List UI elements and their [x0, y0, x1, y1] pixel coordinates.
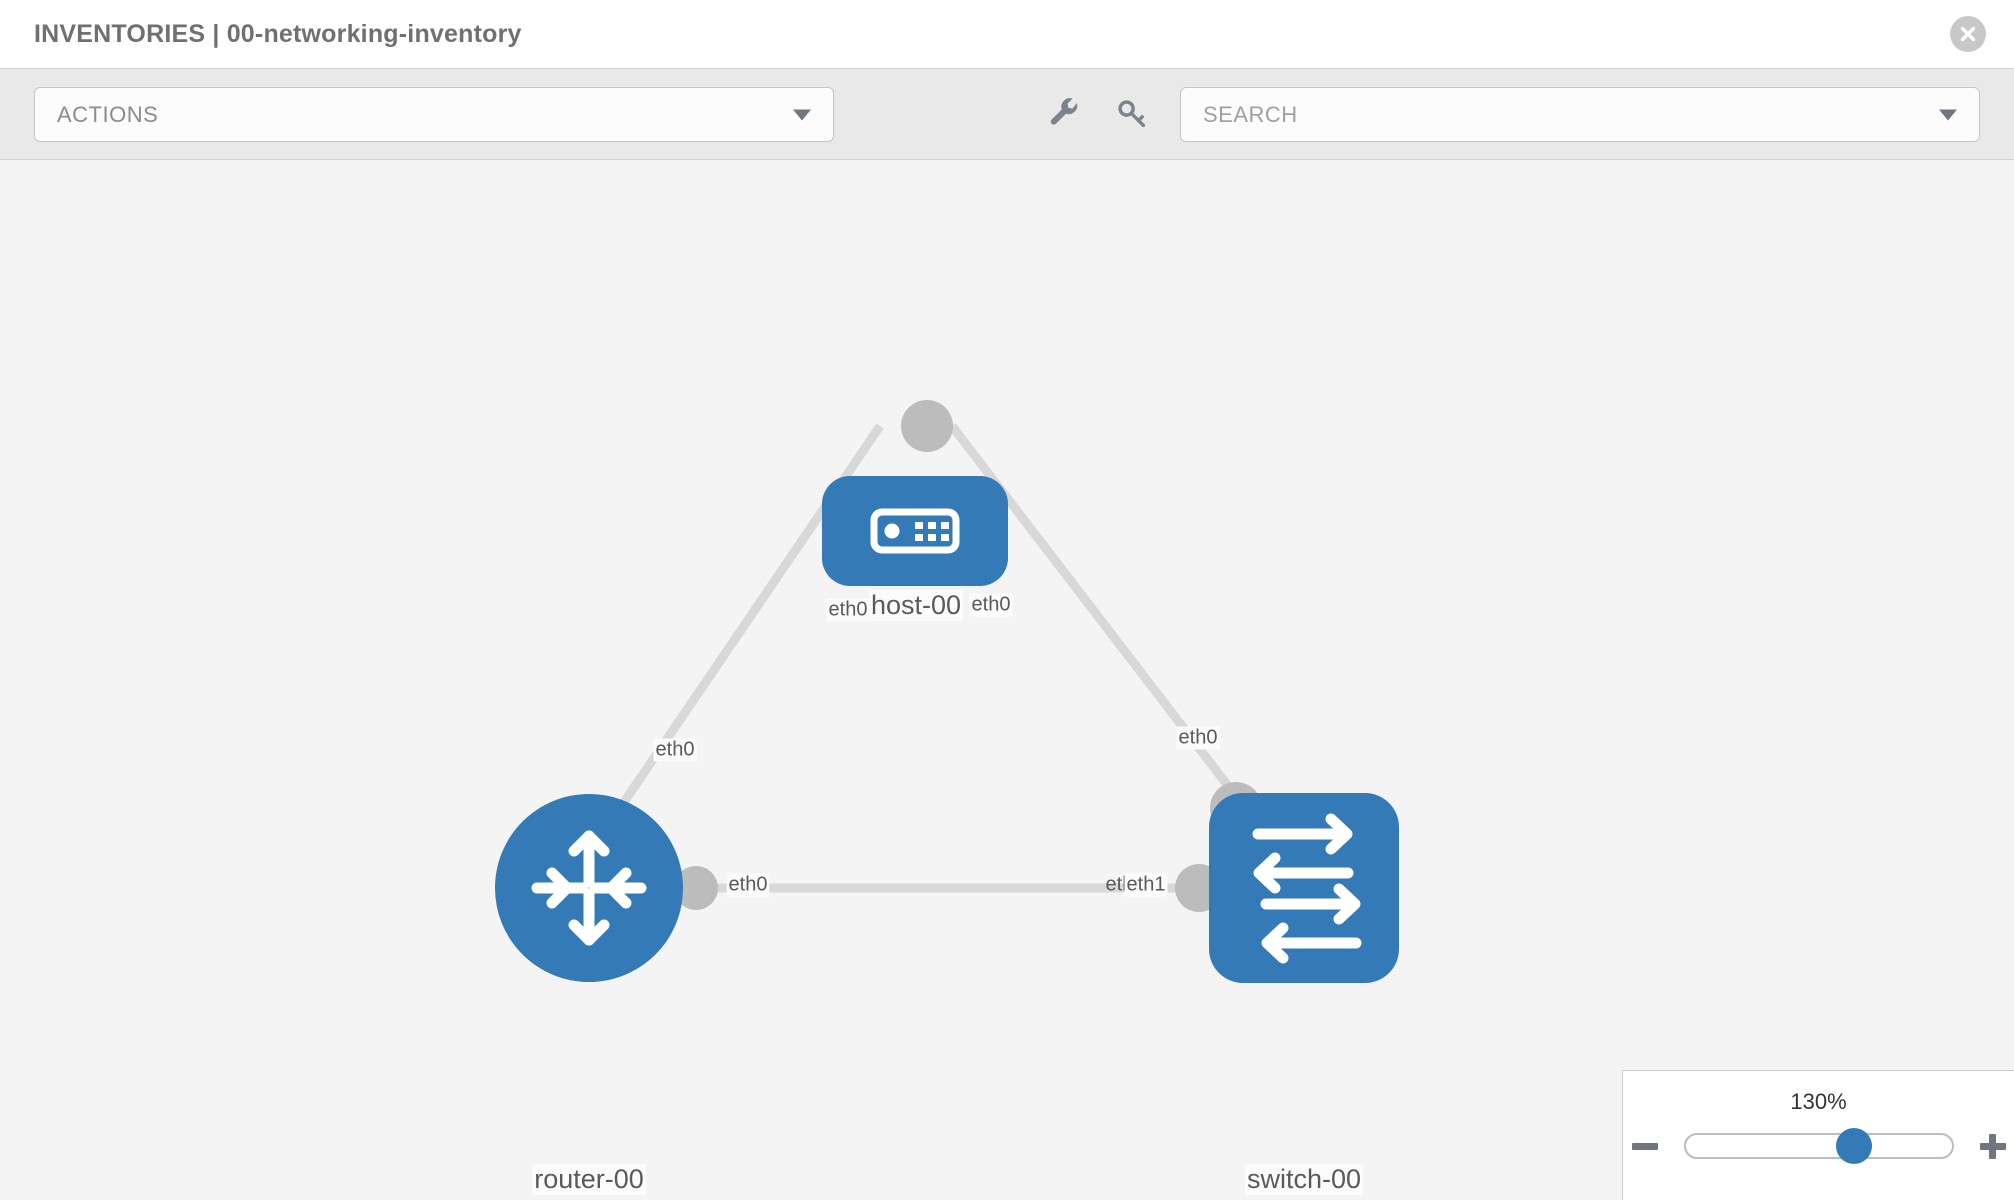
node-label-host-00: host-00: [868, 590, 964, 621]
actions-dropdown[interactable]: ACTIONS: [34, 87, 834, 142]
zoom-control-panel: 130%: [1622, 1070, 2014, 1200]
zoom-slider-thumb[interactable]: [1835, 1128, 1872, 1164]
router-arrows-icon: [531, 830, 647, 946]
page-title: INVENTORIES | 00-networking-inventory: [34, 19, 522, 48]
close-icon[interactable]: [1950, 16, 1986, 52]
page-header: INVENTORIES | 00-networking-inventory: [0, 0, 2014, 68]
iface-label-router00-host00: eth0: [653, 738, 697, 762]
iface-label-host00-switch00: eth0: [969, 593, 1013, 617]
actions-dropdown-label: ACTIONS: [57, 101, 159, 127]
chevron-down-icon: [1939, 109, 1957, 120]
node-label-router-00: router-00: [532, 1164, 646, 1195]
node-router-00[interactable]: [495, 794, 683, 982]
server-icon: [870, 508, 960, 554]
topology-graph: [495, 400, 1399, 983]
node-switch-00[interactable]: [1209, 793, 1399, 983]
iface-label-switch00-router00: eth1: [1124, 873, 1168, 897]
node-label-switch-00: switch-00: [1244, 1164, 1364, 1195]
iface-label-router00-switch00: eth0: [726, 873, 770, 897]
zoom-out-button[interactable]: [1628, 1129, 1662, 1163]
toolbar: ACTIONS SEARCH: [0, 68, 2014, 160]
wrench-icon[interactable]: [1043, 92, 1087, 136]
iface-label-host00-router00: eth0: [826, 598, 870, 622]
node-host-00[interactable]: [822, 476, 1008, 586]
topology-canvas[interactable]: host-00 router-00 switch-00 eth0 eth0 et…: [0, 160, 2014, 1200]
key-icon[interactable]: [1110, 92, 1154, 136]
switch-arrows-icon: [1252, 813, 1362, 964]
iface-label-switch00-host00: eth0: [1176, 726, 1220, 750]
search-placeholder: SEARCH: [1203, 101, 1298, 127]
zoom-level-value: 130%: [1790, 1089, 1847, 1114]
chevron-down-icon: [793, 109, 811, 120]
zoom-in-button[interactable]: [1976, 1129, 2010, 1163]
zoom-slider-track[interactable]: [1683, 1128, 1954, 1164]
search-input[interactable]: SEARCH: [1180, 87, 1980, 142]
